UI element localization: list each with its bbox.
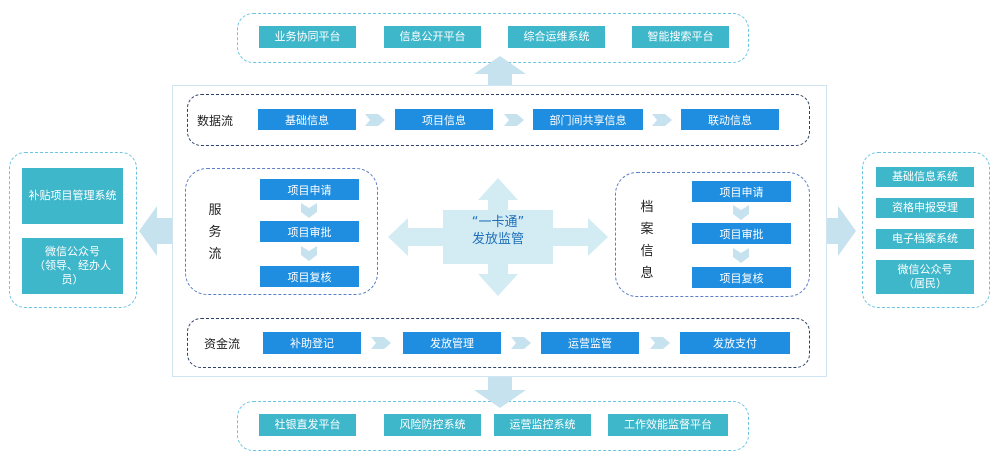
service-flow-item-2[interactable]: 项目审批 — [260, 221, 359, 242]
bottom-platform-1[interactable]: 社银直发平台 — [259, 414, 356, 436]
right-system-4[interactable]: 微信公众号 （居民） — [876, 260, 974, 294]
right-system-2[interactable]: 资格申报受理 — [876, 198, 974, 218]
fund-flow-item-3[interactable]: 运营监管 — [541, 332, 639, 354]
fund-flow-item-1[interactable]: 补助登记 — [263, 332, 361, 354]
service-flow-item-3[interactable]: 项目复核 — [260, 266, 359, 287]
data-flow-item-3[interactable]: 部门间共享信息 — [533, 109, 643, 130]
bottom-platform-4[interactable]: 工作效能监督平台 — [608, 414, 728, 436]
data-flow-label: 数据流 — [197, 114, 234, 128]
chevron-right-icon — [365, 114, 385, 126]
data-flow-item-4[interactable]: 联动信息 — [681, 109, 779, 130]
chevron-down-icon — [733, 248, 749, 263]
chevron-right-icon — [504, 114, 524, 126]
center-title: “一卡通” 发放监管 — [440, 214, 556, 248]
arrow-down-icon — [474, 370, 526, 408]
chevron-down-icon — [733, 205, 749, 220]
fund-flow-item-2[interactable]: 发放管理 — [403, 332, 501, 354]
center-title-line1: “一卡通” — [471, 215, 525, 230]
chevron-down-icon — [301, 203, 317, 218]
archive-flow-item-1[interactable]: 项目申请 — [692, 181, 791, 202]
four-way-arrow-icon — [388, 178, 608, 296]
left-system-2[interactable]: 微信公众号 （领导、经办人员） — [22, 238, 123, 294]
chevron-right-icon — [650, 337, 670, 349]
data-flow-item-2[interactable]: 项目信息 — [395, 109, 493, 130]
archive-flow-item-2[interactable]: 项目审批 — [692, 223, 791, 244]
archive-flow-item-3[interactable]: 项目复核 — [692, 267, 791, 288]
top-platform-3[interactable]: 综合运维系统 — [508, 26, 605, 48]
data-flow-item-1[interactable]: 基础信息 — [258, 109, 356, 130]
right-system-1[interactable]: 基础信息系统 — [876, 167, 974, 187]
fund-flow-item-4[interactable]: 发放支付 — [680, 332, 790, 354]
fund-flow-label: 资金流 — [204, 337, 241, 351]
top-platform-4[interactable]: 智能搜索平台 — [632, 26, 729, 48]
bottom-platform-2[interactable]: 风险防控系统 — [384, 414, 481, 436]
chevron-right-icon — [511, 337, 531, 349]
top-platform-1[interactable]: 业务协同平台 — [259, 26, 356, 48]
left-system-1[interactable]: 补贴项目管理系统 — [22, 168, 123, 224]
center-title-line2: 发放监管 — [471, 232, 524, 247]
bottom-platform-3[interactable]: 运营监控系统 — [494, 414, 591, 436]
right-system-3[interactable]: 电子档案系统 — [876, 229, 974, 249]
arrow-right-icon — [820, 206, 856, 256]
chevron-right-icon — [652, 114, 672, 126]
arrow-up-icon — [474, 56, 526, 96]
service-flow-label: 服务流 — [208, 203, 222, 262]
top-platform-2[interactable]: 信息公开平台 — [384, 26, 481, 48]
chevron-down-icon — [301, 246, 317, 261]
archive-info-label: 档案信息 — [640, 200, 654, 281]
chevron-right-icon — [371, 337, 391, 349]
arrow-left-icon — [139, 206, 175, 256]
service-flow-item-1[interactable]: 项目申请 — [260, 179, 359, 200]
